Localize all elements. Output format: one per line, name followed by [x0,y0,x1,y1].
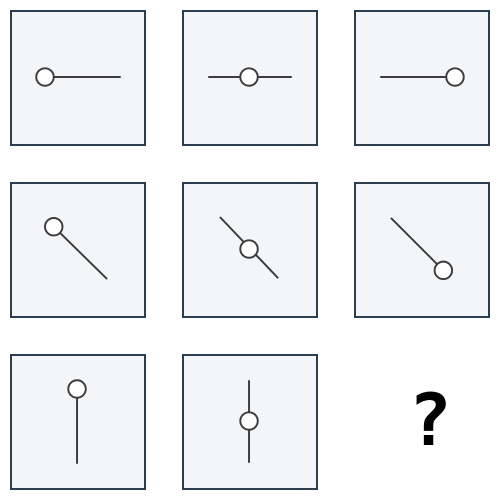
puzzle-cell-r2c2 [182,182,318,318]
puzzle-cell-r1c1 [10,10,146,146]
diagonal-line-knob-middle-figure [219,216,279,279]
vertical-line-knob-middle-figure [239,380,259,463]
vertical-line-knob-start-figure [67,379,87,464]
horizontal-line-knob-start-figure [35,67,121,87]
diagonal-line-knob-start-figure [44,216,108,280]
puzzle-cell-r2c1 [10,182,146,318]
puzzle-cell-r3c1 [10,354,146,490]
puzzle-cell-r3c2 [182,354,318,490]
missing-answer-question-mark: ? [408,378,452,462]
puzzle-cell-r2c3 [354,182,490,318]
puzzle-cell-r1c2 [182,10,318,146]
diagonal-line-knob-end-figure [390,217,454,281]
puzzle-cell-r1c3 [354,10,490,146]
horizontal-line-knob-middle-figure [208,67,292,87]
horizontal-line-knob-end-figure [380,67,465,87]
